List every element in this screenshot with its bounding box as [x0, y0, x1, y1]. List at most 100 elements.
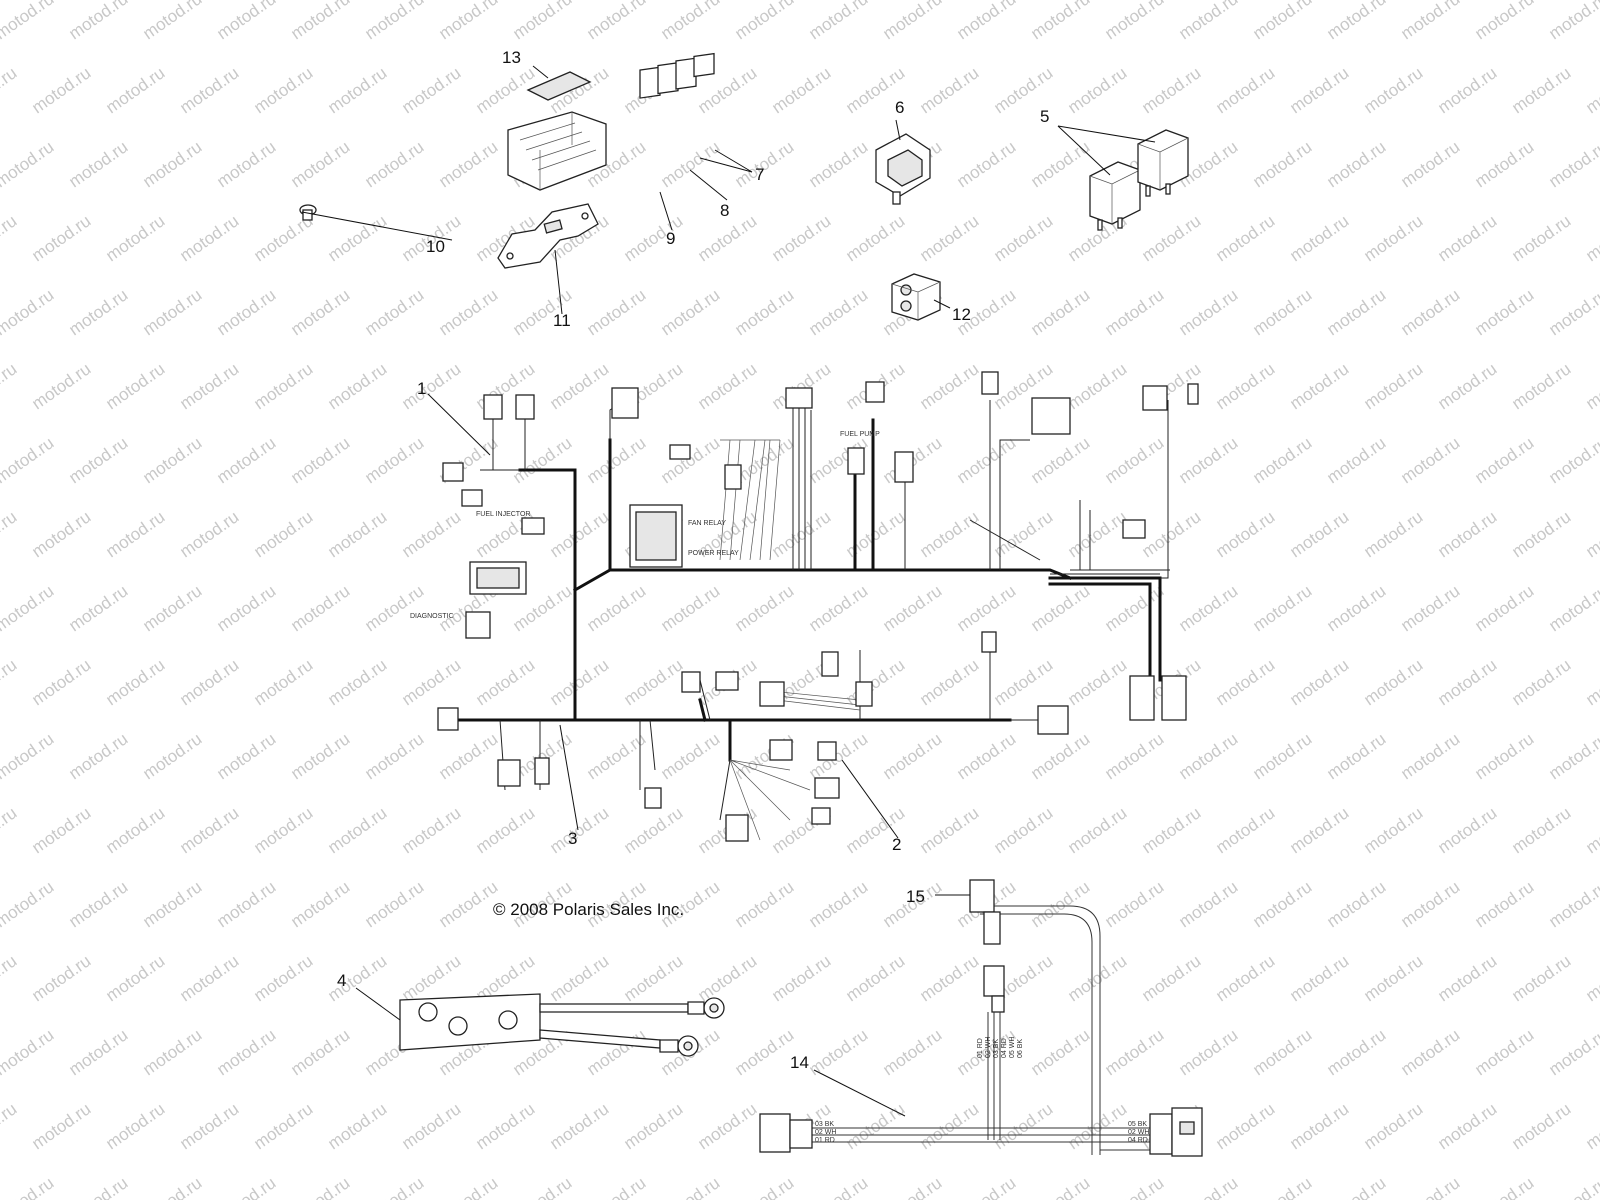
- watermark-text: motod.ru: [0, 581, 57, 635]
- watermark-text: motod.ru: [1175, 581, 1241, 635]
- watermark-text: motod.ru: [1064, 803, 1130, 857]
- watermark-text: motod.ru: [1249, 729, 1315, 783]
- watermark-text: motod.ru: [953, 433, 1019, 487]
- watermark-text: motod.ru: [768, 507, 834, 561]
- watermark-text: motod.ru: [1508, 211, 1574, 265]
- watermark-text: motod.ru: [1212, 951, 1278, 1005]
- watermark-text: motod.ru: [546, 655, 612, 709]
- watermark-text: motod.ru: [768, 63, 834, 117]
- watermark-text: motod.ru: [1397, 433, 1463, 487]
- watermark-text: motod.ru: [620, 1099, 686, 1153]
- watermark-text: motod.ru: [28, 1099, 94, 1153]
- watermark-text: motod.ru: [1138, 211, 1204, 265]
- watermark-text: motod.ru: [657, 137, 723, 191]
- watermark-text: motod.ru: [1175, 285, 1241, 339]
- watermark-text: motod.ru: [361, 877, 427, 931]
- leader-lines: [301, 65, 1156, 1117]
- watermark-text: motod.ru: [213, 729, 279, 783]
- watermark-text: motod.ru: [213, 1173, 279, 1200]
- watermark-text: motod.ru: [1360, 951, 1426, 1005]
- watermark-text: motod.ru: [324, 951, 390, 1005]
- watermark-text: motod.ru: [1360, 63, 1426, 117]
- watermark-text: motod.ru: [842, 1099, 908, 1153]
- watermark-text: motod.ru: [1434, 63, 1500, 117]
- watermark-text: motod.ru: [287, 1173, 353, 1200]
- watermark-text: motod.ru: [176, 951, 242, 1005]
- watermark-text: motod.ru: [953, 137, 1019, 191]
- watermark-text: motod.ru: [657, 729, 723, 783]
- watermark-text: motod.ru: [213, 285, 279, 339]
- pin-label: 04 RD: [1128, 1137, 1148, 1144]
- label-fuel-injector: FUEL INJECTOR: [476, 511, 530, 518]
- watermark-text: motod.ru: [28, 507, 94, 561]
- watermark-text: motod.ru: [1175, 433, 1241, 487]
- watermark-text: motod.ru: [1027, 729, 1093, 783]
- watermark-text: motod.ru: [1027, 1025, 1093, 1079]
- watermark-text: motod.ru: [176, 63, 242, 117]
- watermark-text: motod.ru: [1397, 581, 1463, 635]
- watermark-text: motod.ru: [1582, 359, 1600, 413]
- watermark-text: motod.ru: [1323, 433, 1389, 487]
- watermark-text: motod.ru: [102, 1099, 168, 1153]
- watermark-text: motod.ru: [842, 211, 908, 265]
- callout-5: 5: [1040, 107, 1049, 126]
- fuse-box-cover: [507, 111, 607, 191]
- watermark-text: motod.ru: [583, 729, 649, 783]
- watermark-text: motod.ru: [1249, 1173, 1315, 1200]
- watermark-text: motod.ru: [1249, 877, 1315, 931]
- watermark-text: motod.ru: [28, 63, 94, 117]
- watermark-text: motod.ru: [1027, 1173, 1093, 1200]
- callout-numbers: 13 6 5 7 8 9 10 11 12 1 3 2 15 4 14: [337, 48, 1049, 1072]
- watermark-text: motod.ru: [1175, 0, 1241, 43]
- connector-14-left-pins: 03 BK 02 WH 01 RD: [815, 1121, 836, 1144]
- watermark-text: motod.ru: [324, 655, 390, 709]
- watermark-text: motod.ru: [435, 137, 501, 191]
- watermark-text: motod.ru: [805, 729, 871, 783]
- watermark-text: motod.ru: [620, 951, 686, 1005]
- watermark-text: motod.ru: [620, 803, 686, 857]
- watermark-text: motod.ru: [1545, 285, 1600, 339]
- watermark-text: motod.ru: [1323, 285, 1389, 339]
- watermark-text: motod.ru: [1212, 507, 1278, 561]
- watermark-text: motod.ru: [1027, 0, 1093, 43]
- watermark-text: motod.ru: [1027, 285, 1093, 339]
- watermark-text: motod.ru: [139, 285, 205, 339]
- watermark-text: motod.ru: [361, 581, 427, 635]
- watermark-text: motod.ru: [1545, 581, 1600, 635]
- watermark-text: motod.ru: [1434, 655, 1500, 709]
- watermark-text: motod.ru: [768, 951, 834, 1005]
- watermark-text: motod.ru: [139, 1173, 205, 1200]
- watermark-text: motod.ru: [287, 433, 353, 487]
- watermark-text: motod.ru: [65, 137, 131, 191]
- watermark-text: motod.ru: [1545, 1025, 1600, 1079]
- watermark-text: motod.ru: [176, 211, 242, 265]
- callout-9: 9: [666, 229, 675, 248]
- part-11-bracket: [497, 203, 599, 269]
- watermark-text: motod.ru: [0, 211, 20, 265]
- watermark-text: motod.ru: [398, 1099, 464, 1153]
- watermark-text: motod.ru: [1064, 1099, 1130, 1153]
- watermark-text: motod.ru: [1508, 63, 1574, 117]
- label-fuel-pump: FUEL PUMP: [840, 431, 880, 438]
- watermark-text: motod.ru: [287, 285, 353, 339]
- callout-15: 15: [906, 887, 925, 906]
- watermark-text: motod.ru: [65, 285, 131, 339]
- watermark-text: motod.ru: [1286, 951, 1352, 1005]
- watermark-text: motod.ru: [805, 877, 871, 931]
- watermark-text: motod.ru: [916, 951, 982, 1005]
- watermark-text: motod.ru: [1323, 877, 1389, 931]
- watermark-text: motod.ru: [879, 729, 945, 783]
- watermark-text: motod.ru: [1138, 507, 1204, 561]
- watermark-text: motod.ru: [1027, 433, 1093, 487]
- watermark-text: motod.ru: [1286, 359, 1352, 413]
- watermark-text: motod.ru: [1323, 137, 1389, 191]
- watermark-text: motod.ru: [694, 1099, 760, 1153]
- pin-label: 03 BK: [815, 1121, 834, 1128]
- watermark-text: motod.ru: [0, 655, 20, 709]
- watermark-text: motod.ru: [1545, 729, 1600, 783]
- watermark-text: motod.ru: [1101, 1173, 1167, 1200]
- watermark-text: motod.ru: [0, 137, 57, 191]
- watermark-text: motod.ru: [0, 433, 57, 487]
- watermark-text: motod.ru: [1286, 1099, 1352, 1153]
